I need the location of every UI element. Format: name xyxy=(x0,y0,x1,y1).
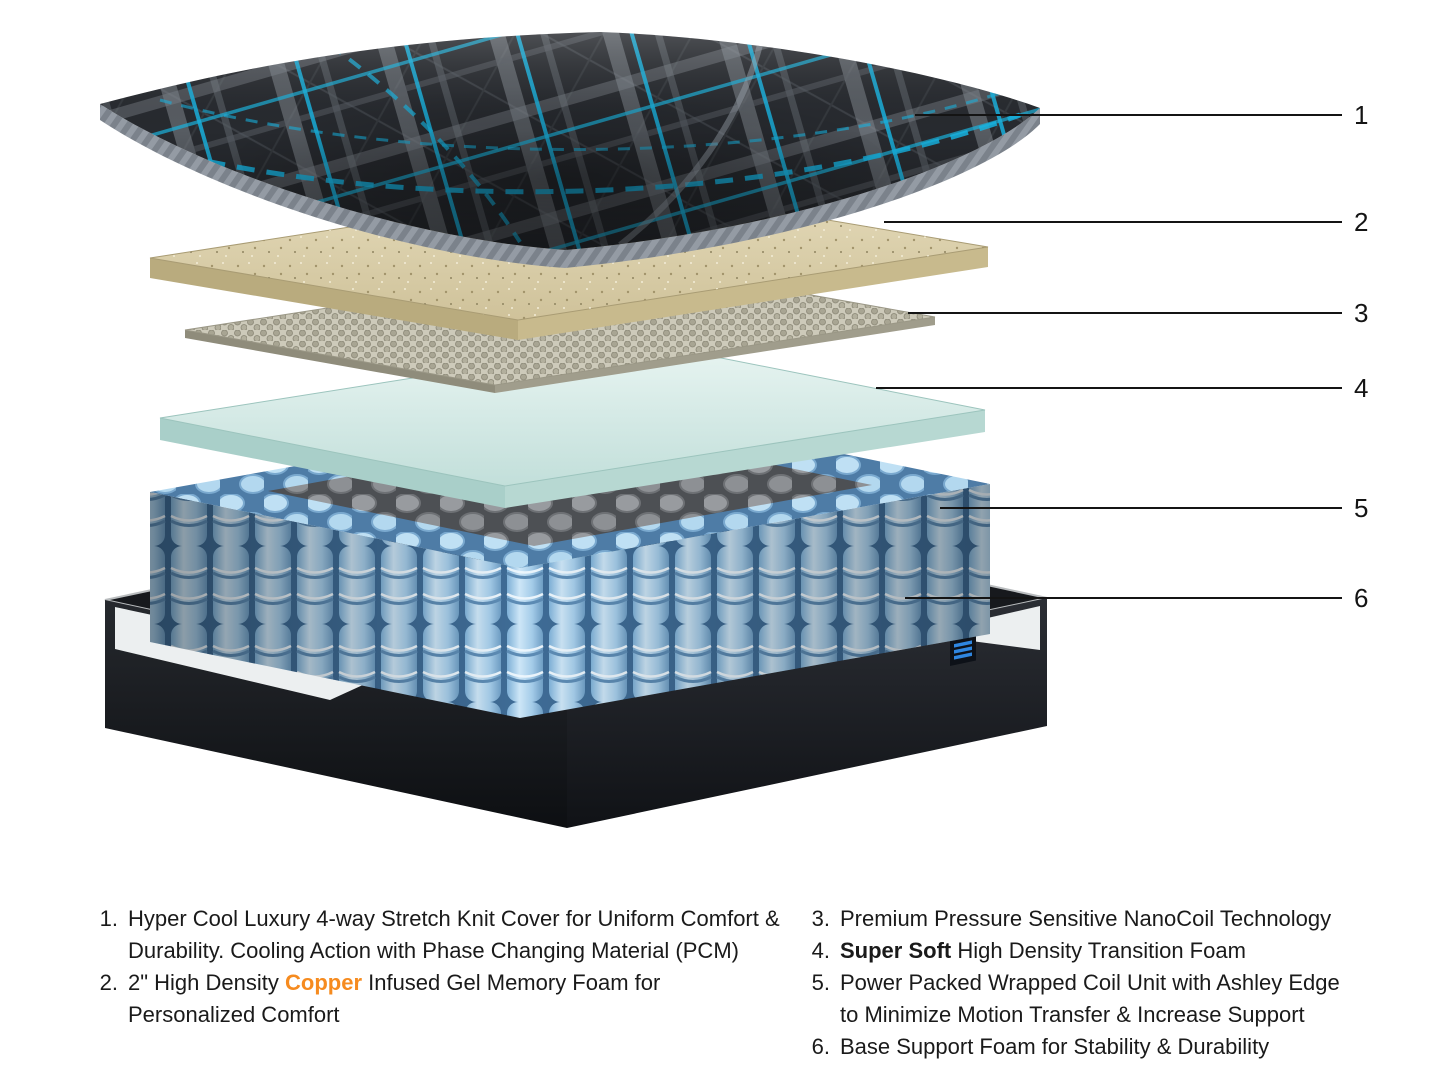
base-front-right-face xyxy=(567,598,1047,828)
layer-knit-cover xyxy=(100,32,1040,268)
legend-number-3: 3. xyxy=(811,906,830,931)
transition-foam-left-edge xyxy=(160,418,505,508)
callout-number-1: 1 xyxy=(1354,100,1368,130)
legend-text-6: Base Support Foam for Stability & Durabi… xyxy=(840,1034,1270,1059)
nanocoil-left-edge xyxy=(185,330,495,393)
callout-number-3: 3 xyxy=(1354,298,1368,328)
legend-number-4: 4. xyxy=(811,938,830,963)
legend-text-5: Power Packed Wrapped Coil Unit with Ashl… xyxy=(840,970,1340,1027)
transition-foam-right-edge xyxy=(505,410,985,508)
callout-number-2: 2 xyxy=(1354,207,1368,237)
layer-transition-foam xyxy=(159,341,986,508)
callout-numbers: 1 2 3 4 5 6 xyxy=(1354,100,1368,613)
legend-item-4: 4. Super Soft High Density Transition Fo… xyxy=(800,935,1348,967)
nanocoil-right-edge xyxy=(495,317,935,393)
callout-number-4: 4 xyxy=(1354,373,1368,403)
copper-highlight: Copper xyxy=(285,970,362,995)
legend-number-2: 2. xyxy=(99,970,118,995)
callout-number-6: 6 xyxy=(1354,583,1368,613)
legend-item-5: 5. Power Packed Wrapped Coil Unit with A… xyxy=(800,967,1348,1031)
legend-number-6: 6. xyxy=(811,1034,830,1059)
legend-text-2: 2" High Density Copper Infused Gel Memor… xyxy=(128,970,661,1027)
legend-column-right: 3. Premium Pressure Sensitive NanoCoil T… xyxy=(800,903,1348,1063)
mattress-diagram: 1 2 3 4 5 6 xyxy=(100,32,1368,828)
legend-number-1: 1. xyxy=(99,906,118,931)
legend-text-1: Hyper Cool Luxury 4-way Stretch Knit Cov… xyxy=(128,906,780,963)
legend-column-left: 1. Hyper Cool Luxury 4-way Stretch Knit … xyxy=(88,903,783,1031)
legend-item-1: 1. Hyper Cool Luxury 4-way Stretch Knit … xyxy=(88,903,783,967)
callout-lines xyxy=(876,114,1342,599)
callout-number-5: 5 xyxy=(1354,493,1368,523)
memory-foam-right-edge xyxy=(518,247,988,340)
super-soft-highlight: Super Soft xyxy=(840,938,952,963)
legend-item-2: 2. 2" High Density Copper Infused Gel Me… xyxy=(88,967,783,1031)
memory-foam-left-edge xyxy=(150,258,518,340)
legend-item-6: 6. Base Support Foam for Stability & Dur… xyxy=(800,1031,1348,1063)
legend-text-4: Super Soft High Density Transition Foam xyxy=(840,938,1246,963)
legend-number-5: 5. xyxy=(811,970,830,995)
brand-logo-icon xyxy=(950,634,976,666)
transition-foam-top xyxy=(159,341,986,487)
legend-item-3: 3. Premium Pressure Sensitive NanoCoil T… xyxy=(800,903,1348,935)
legend-text-3: Premium Pressure Sensitive NanoCoil Tech… xyxy=(840,906,1332,931)
